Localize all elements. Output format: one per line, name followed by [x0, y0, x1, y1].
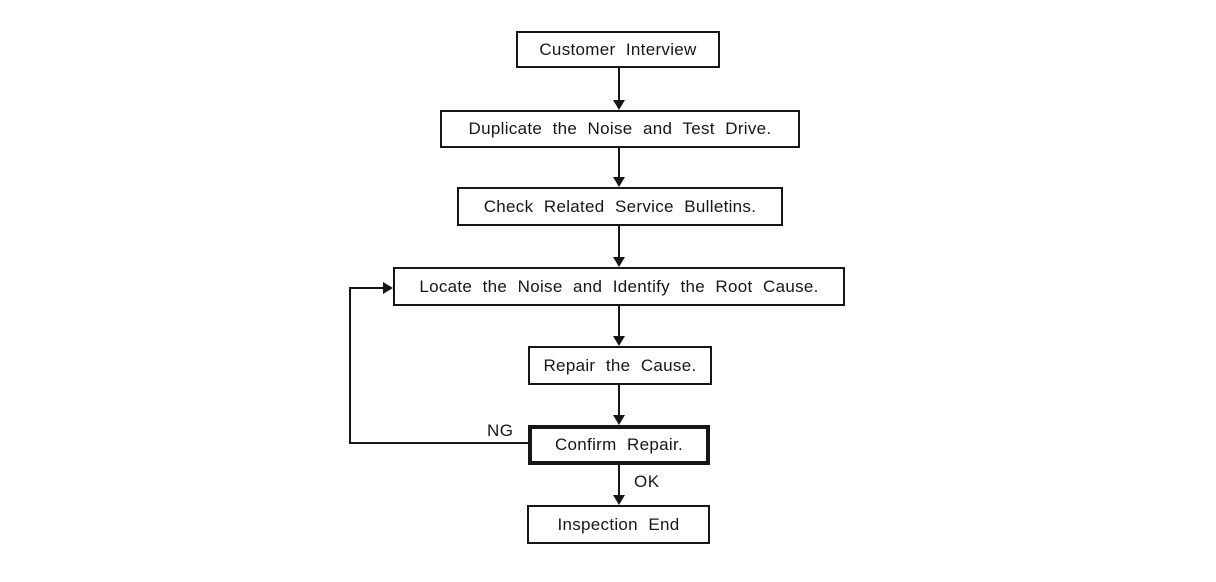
- edge-label-ng: NG: [487, 421, 514, 440]
- flow-node-label: Locate the Noise and Identify the Root C…: [419, 276, 819, 296]
- arrowhead-confirm: [613, 415, 625, 425]
- flow-node-label: Customer Interview: [539, 39, 697, 59]
- edge-label-ok: OK: [634, 472, 660, 491]
- arrowhead-locate: [613, 257, 625, 267]
- flow-node-locate-noise: Locate the Noise and Identify the Root C…: [393, 267, 845, 306]
- arrowhead-duplicate: [613, 100, 625, 110]
- arrowhead-check: [613, 177, 625, 187]
- arrowhead-repair: [613, 336, 625, 346]
- arrowhead-end: [613, 495, 625, 505]
- flow-node-label: Check Related Service Bulletins.: [483, 196, 757, 216]
- flow-node-label: Confirm Repair.: [554, 435, 684, 454]
- flow-node-customer-interview: Customer Interview: [516, 31, 720, 68]
- flow-node-label: Repair the Cause.: [543, 355, 697, 375]
- flow-node-duplicate-noise: Duplicate the Noise and Test Drive.: [440, 110, 800, 148]
- arrowhead-ng-loop: [383, 282, 393, 294]
- flow-node-confirm-repair: Confirm Repair.: [528, 425, 710, 465]
- flow-node-repair-cause: Repair the Cause.: [528, 346, 712, 385]
- flow-node-inspection-end: Inspection End: [527, 505, 710, 544]
- flow-node-label: Duplicate the Noise and Test Drive.: [468, 119, 772, 138]
- flow-node-label: Inspection End: [557, 514, 680, 534]
- flow-node-check-bulletins: Check Related Service Bulletins.: [457, 187, 783, 226]
- edge-ng-feedback-loop: [349, 287, 528, 444]
